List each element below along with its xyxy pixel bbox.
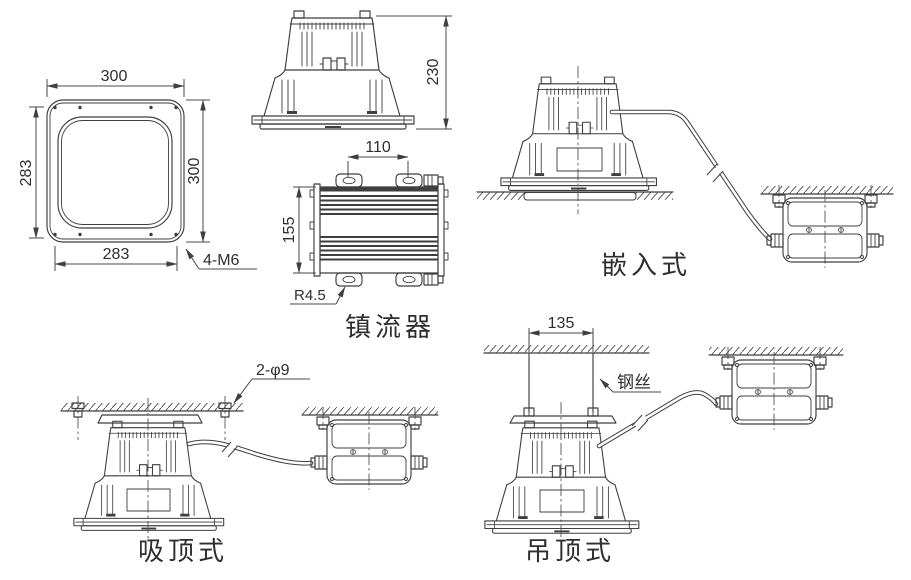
cable-to-ballast <box>609 109 773 242</box>
front-view: 300 283 300 283 4-M6 <box>18 68 257 271</box>
remote-ballast-box <box>715 346 833 431</box>
wire-bolts <box>523 407 599 417</box>
callout-r45: R4.5 <box>290 286 346 305</box>
dimension-110: 110 <box>347 139 409 177</box>
cable-break-mark <box>706 163 724 183</box>
ballast-detail-view: 110 155 R4.5 镇流器 <box>281 139 449 342</box>
mounting-plate <box>97 414 203 424</box>
dim-label-300-top: 300 <box>101 68 128 85</box>
dimension-155: 155 <box>281 186 316 274</box>
lamp-bezel-below-ceiling <box>523 192 637 201</box>
callout-4-m6: 4-M6 <box>185 248 257 270</box>
callout-label-2-phi9: 2-φ9 <box>256 362 290 379</box>
dimension-right: 300 <box>186 99 210 243</box>
caption-recessed: 嵌入式 <box>601 250 691 280</box>
ballast-top-band <box>320 187 438 192</box>
ceiling-hatch-ballast <box>302 407 438 415</box>
dim-label-110: 110 <box>365 139 391 156</box>
lamp-lens-inner <box>61 120 169 225</box>
mounting-bolt-left <box>71 396 85 440</box>
ceiling-hatch-ballast <box>709 347 843 355</box>
remote-ballast-box <box>766 184 884 269</box>
dim-label-230: 230 <box>425 59 442 86</box>
dim-label-283-left: 283 <box>18 160 35 187</box>
ballast-mounting-tabs-top <box>335 173 444 188</box>
mounting-holes <box>53 105 178 237</box>
ballast-mounting-tabs-bottom <box>335 272 444 287</box>
callout-steel-wire: 钢丝 <box>599 373 661 393</box>
callout-label-4-m6: 4-M6 <box>203 252 240 269</box>
caption-suspended: 吊顶式 <box>525 536 615 566</box>
ceiling-hatch <box>61 403 243 411</box>
dim-label-300-right: 300 <box>186 158 203 185</box>
caption-ballast: 镇流器 <box>345 312 435 342</box>
cable-to-ballast <box>186 439 314 466</box>
surface-view: 2-φ9 吸顶式 <box>60 362 439 566</box>
dim-label-283-bottom: 283 <box>103 246 130 263</box>
lamp-front-inner-frame <box>49 102 182 240</box>
ballast-fins-lower <box>320 236 438 261</box>
dim-label-155: 155 <box>281 217 298 244</box>
ballast-fins-upper <box>320 195 438 215</box>
dim-label-135: 135 <box>548 315 575 332</box>
mounting-plate <box>509 415 617 424</box>
dimension-height-230: 230 <box>376 15 452 130</box>
callout-label-steel-wire: 钢丝 <box>617 373 651 392</box>
cable-break-mark <box>221 441 238 458</box>
lamp-label-window <box>539 489 585 513</box>
dimension-bottom: 283 <box>54 246 178 271</box>
ceiling-hatch <box>484 345 649 353</box>
dimension-left: 283 <box>18 106 44 239</box>
ballast-rail-left <box>313 183 321 277</box>
lamp-label-window <box>556 147 603 172</box>
mounting-bolt-right <box>218 396 232 440</box>
side-view: 230 <box>251 10 452 130</box>
remote-ballast-box <box>310 406 428 491</box>
lamp-front-outline <box>46 99 185 243</box>
suspended-view: 135 钢丝 吊顶式 <box>483 315 844 566</box>
cable-break-mark <box>631 414 649 432</box>
lamp-label-window <box>126 488 171 512</box>
lamp-side-profile <box>251 10 415 130</box>
lamp-surface-mounted <box>73 420 225 531</box>
ballast-rail-right <box>437 183 445 277</box>
callout-2-phi9: 2-φ9 <box>233 362 310 404</box>
lamp-lens-outline <box>57 116 173 229</box>
caption-surface: 吸顶式 <box>138 536 228 566</box>
dimension-135: 135 <box>528 315 594 352</box>
lamp-recessed <box>500 76 657 191</box>
dimension-top: 300 <box>46 68 185 97</box>
recessed-view: 嵌入式 <box>476 66 894 280</box>
callout-label-r45: R4.5 <box>294 287 326 304</box>
ballast-rail-nubs <box>309 189 449 261</box>
ceiling-hatch-ballast <box>761 186 893 194</box>
cable-to-ballast <box>596 390 719 449</box>
